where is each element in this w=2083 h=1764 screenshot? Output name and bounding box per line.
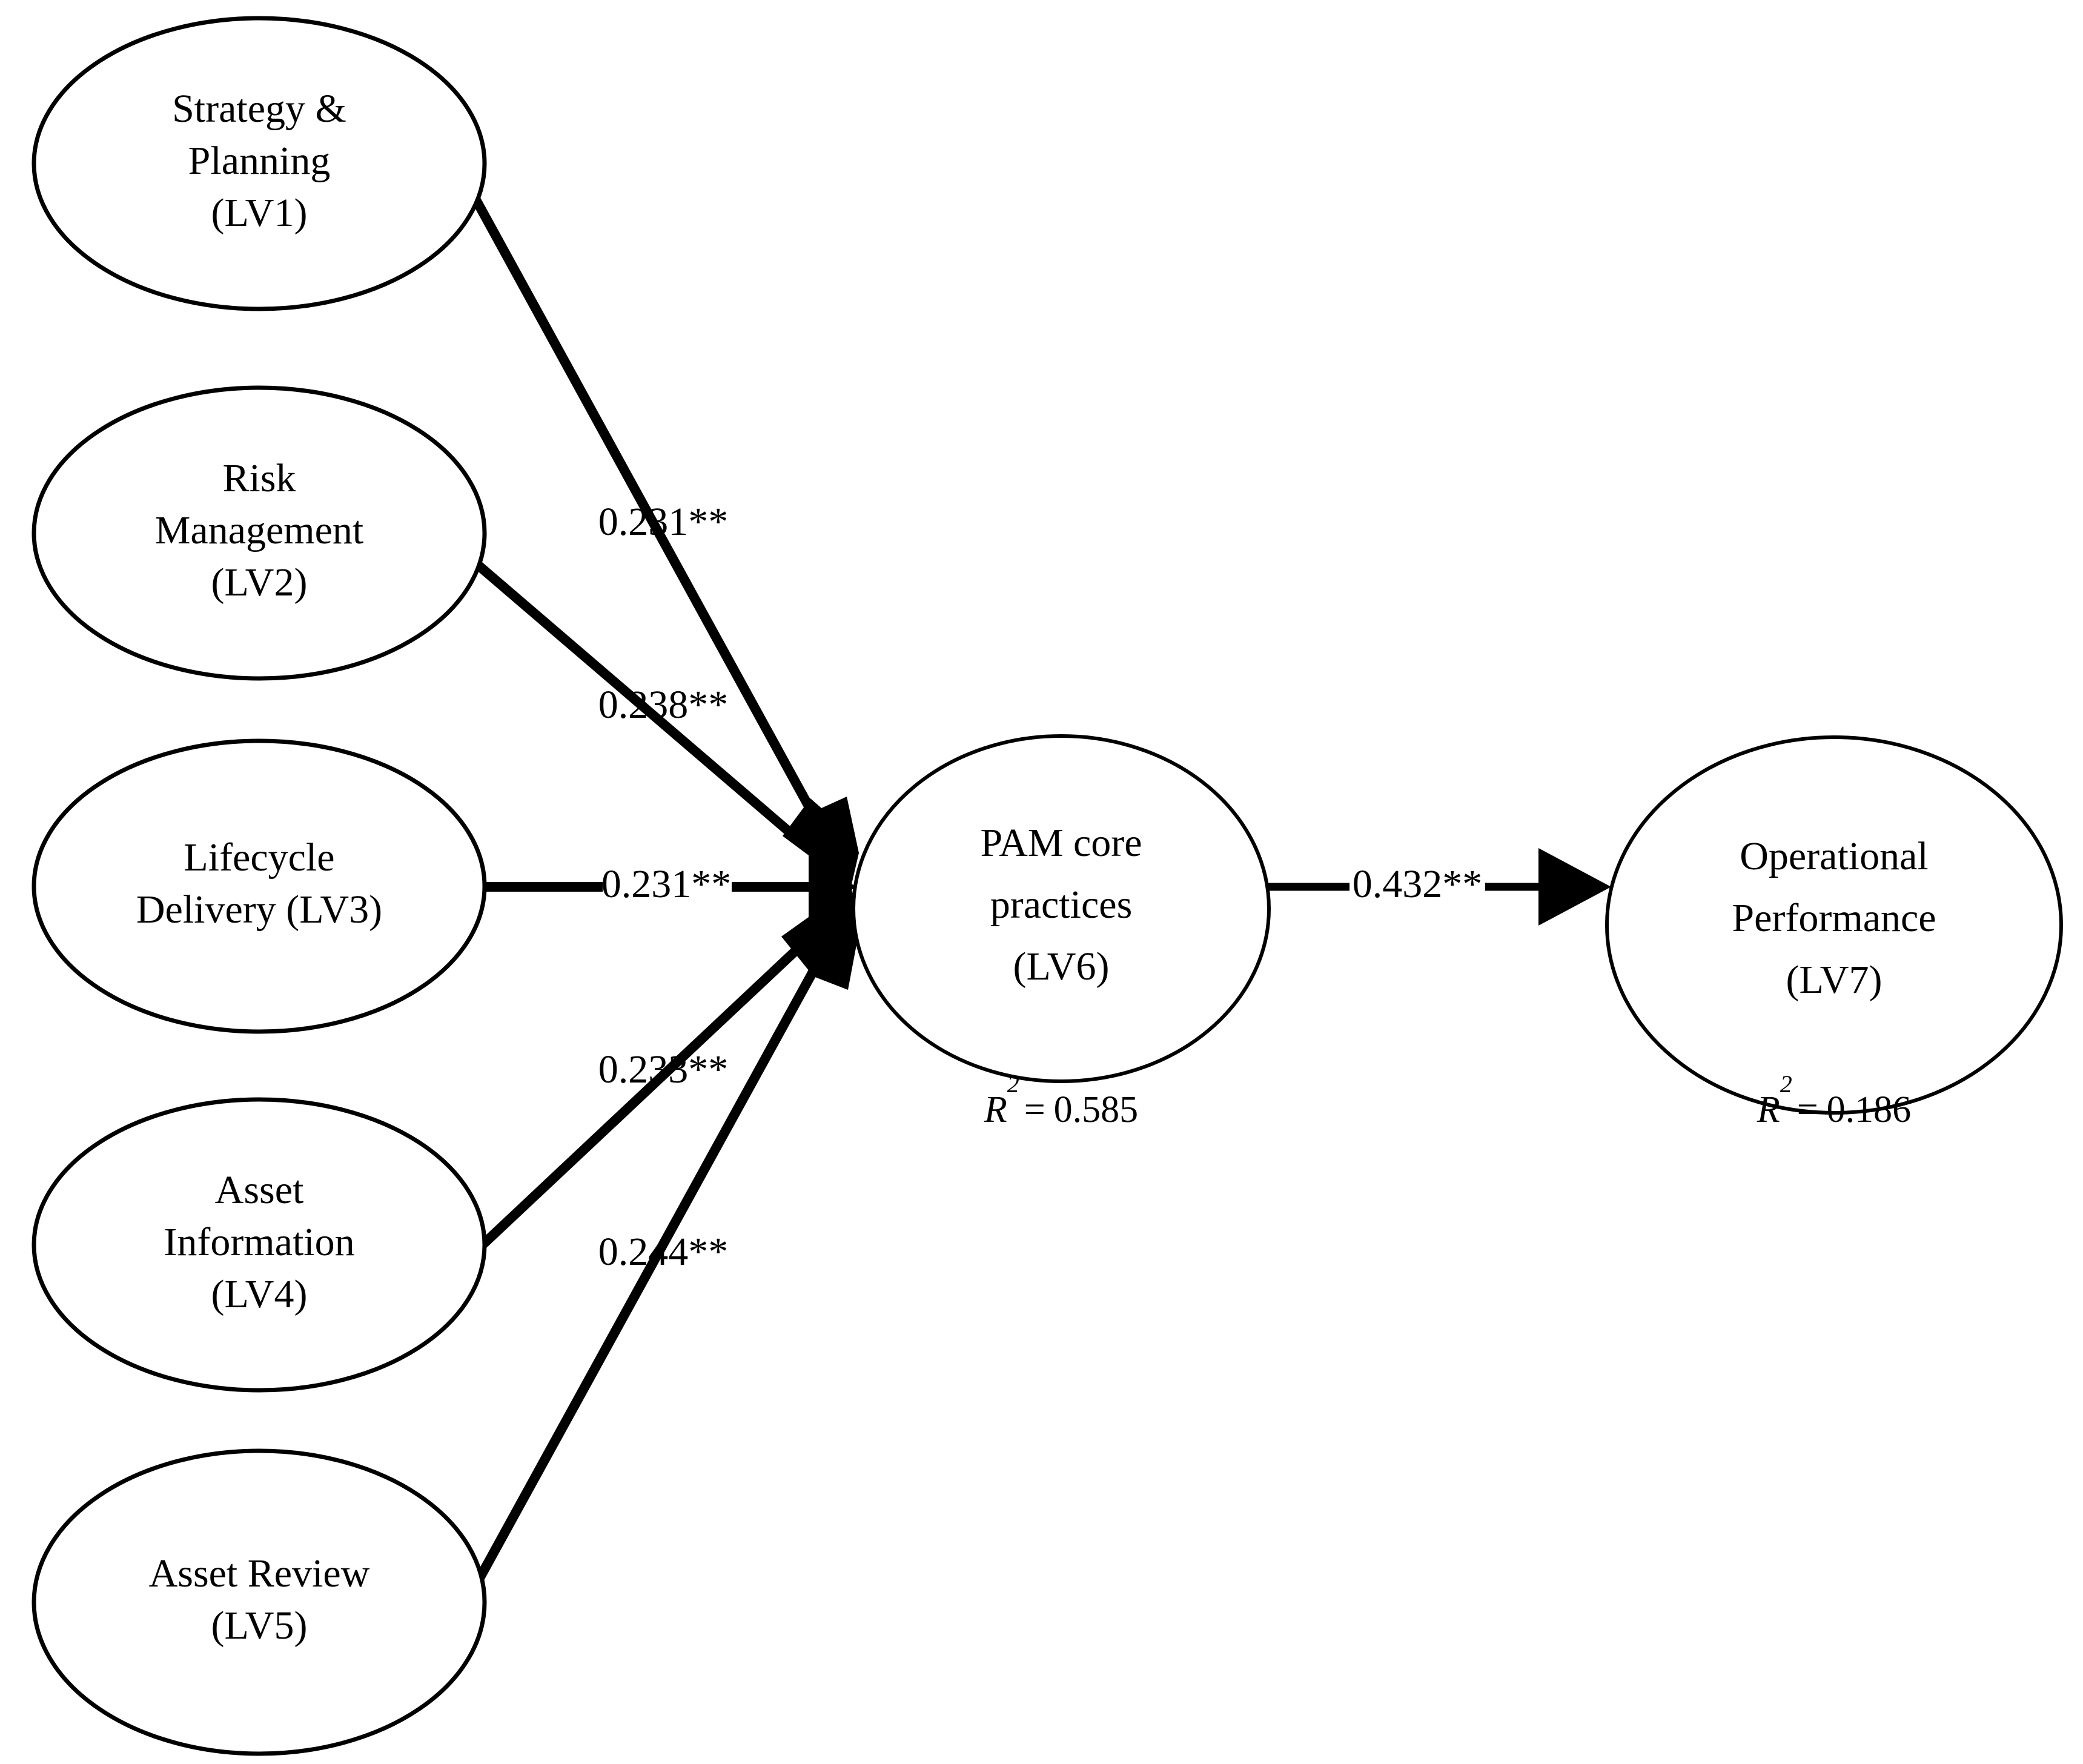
- node-label-lv4: Asset Information (LV4): [164, 1168, 354, 1316]
- lv6-line-1: PAM core: [980, 821, 1142, 865]
- node-ellipse-lv1[interactable]: [31, 16, 487, 311]
- arrowhead-lv2-lv6: [807, 797, 859, 887]
- coef-label-lv1-lv6: 0.231**: [598, 500, 729, 544]
- r2-lv6-symbol: R: [984, 1089, 1007, 1130]
- r2-label-lv6: R2=0.585: [984, 1070, 1138, 1131]
- r2-lv7-equals: =: [1797, 1089, 1818, 1130]
- node-label-lv5: Asset Review (LV5): [149, 1551, 370, 1648]
- arrowhead-lv5-lv6: [781, 887, 855, 974]
- node-ellipse-lv4[interactable]: [31, 1097, 487, 1393]
- path-line-lv5-lv6[interactable]: [462, 911, 850, 1605]
- node-ellipse-lv5[interactable]: [31, 1448, 487, 1756]
- node-ellipses-group: [31, 16, 2063, 1756]
- node-ellipse-lv7[interactable]: [1605, 735, 2063, 1115]
- lv7-line-1: Operational: [1740, 834, 1929, 878]
- lv2-line-1: Risk: [222, 456, 296, 500]
- r2-lv6-equals: =: [1024, 1089, 1045, 1130]
- lv7-line-3: (LV7): [1786, 958, 1883, 1002]
- lv5-line-2: (LV5): [211, 1603, 308, 1648]
- coef-label-lv5-lv6: 0.244**: [598, 1230, 729, 1274]
- node-label-lv2: Risk Management (LV2): [155, 456, 364, 605]
- arrowhead-lv6-lv7: [1538, 848, 1611, 926]
- r2-lv6-value: 0.585: [1054, 1089, 1139, 1130]
- arrowhead-lv3-lv6: [809, 847, 855, 926]
- node-label-lv6: PAM core practices (LV6): [980, 821, 1142, 989]
- path-line-lv2-lv6[interactable]: [472, 559, 849, 884]
- node-ellipse-lv2[interactable]: [31, 385, 487, 681]
- coef-label-lv3-lv6: 0.231**: [601, 862, 732, 906]
- path-lines-group: [462, 185, 1599, 1605]
- coef-label-lv4-lv6: 0.233**: [598, 1047, 729, 1092]
- path-line-lv4-lv6[interactable]: [472, 901, 849, 1255]
- lv1-line-2: Planning: [188, 139, 331, 183]
- lv4-line-3: (LV4): [211, 1272, 308, 1316]
- r2-label-lv7: R2=0.186: [1757, 1070, 1911, 1131]
- lv3-line-1: Lifecycle: [184, 835, 334, 880]
- lv3-line-2: Delivery (LV3): [136, 887, 382, 932]
- arrowhead-lv1-lv6: [783, 798, 855, 887]
- coef-label-lv2-lv6: 0.238**: [598, 683, 729, 727]
- path-line-lv1-lv6[interactable]: [465, 185, 850, 875]
- lv4-line-1: Asset: [215, 1168, 304, 1212]
- svg-text:R2=0.186: R2=0.186: [1757, 1070, 1911, 1131]
- lv1-line-1: Strategy &: [172, 87, 346, 131]
- node-label-lv3: Lifecycle Delivery (LV3): [136, 835, 382, 932]
- coef-label-lv6-lv7: 0.432**: [1353, 862, 1483, 906]
- lv1-line-3: (LV1): [211, 191, 308, 235]
- lv6-line-2: practices: [990, 883, 1133, 927]
- node-label-lv1: Strategy & Planning (LV1): [172, 87, 346, 235]
- r2-lv7-exponent: 2: [1780, 1070, 1792, 1098]
- lv4-line-2: Information: [164, 1220, 354, 1264]
- r2-lv6-exponent: 2: [1007, 1070, 1019, 1098]
- svg-text:R2=0.585: R2=0.585: [984, 1070, 1138, 1131]
- node-label-lv7: Operational Performance (LV7): [1732, 834, 1936, 1002]
- lv7-line-2: Performance: [1732, 896, 1936, 940]
- lv2-line-3: (LV2): [211, 560, 308, 605]
- lv5-line-1: Asset Review: [149, 1551, 370, 1596]
- node-ellipse-lv6[interactable]: [852, 734, 1271, 1083]
- r2-lv7-symbol: R: [1757, 1089, 1780, 1130]
- arrowheads-group: [781, 797, 1611, 990]
- lv2-line-2: Management: [155, 508, 364, 552]
- node-ellipse-lv3[interactable]: [31, 738, 487, 1034]
- r2-lv7-value: 0.186: [1827, 1089, 1912, 1130]
- lv6-line-3: (LV6): [1013, 944, 1110, 989]
